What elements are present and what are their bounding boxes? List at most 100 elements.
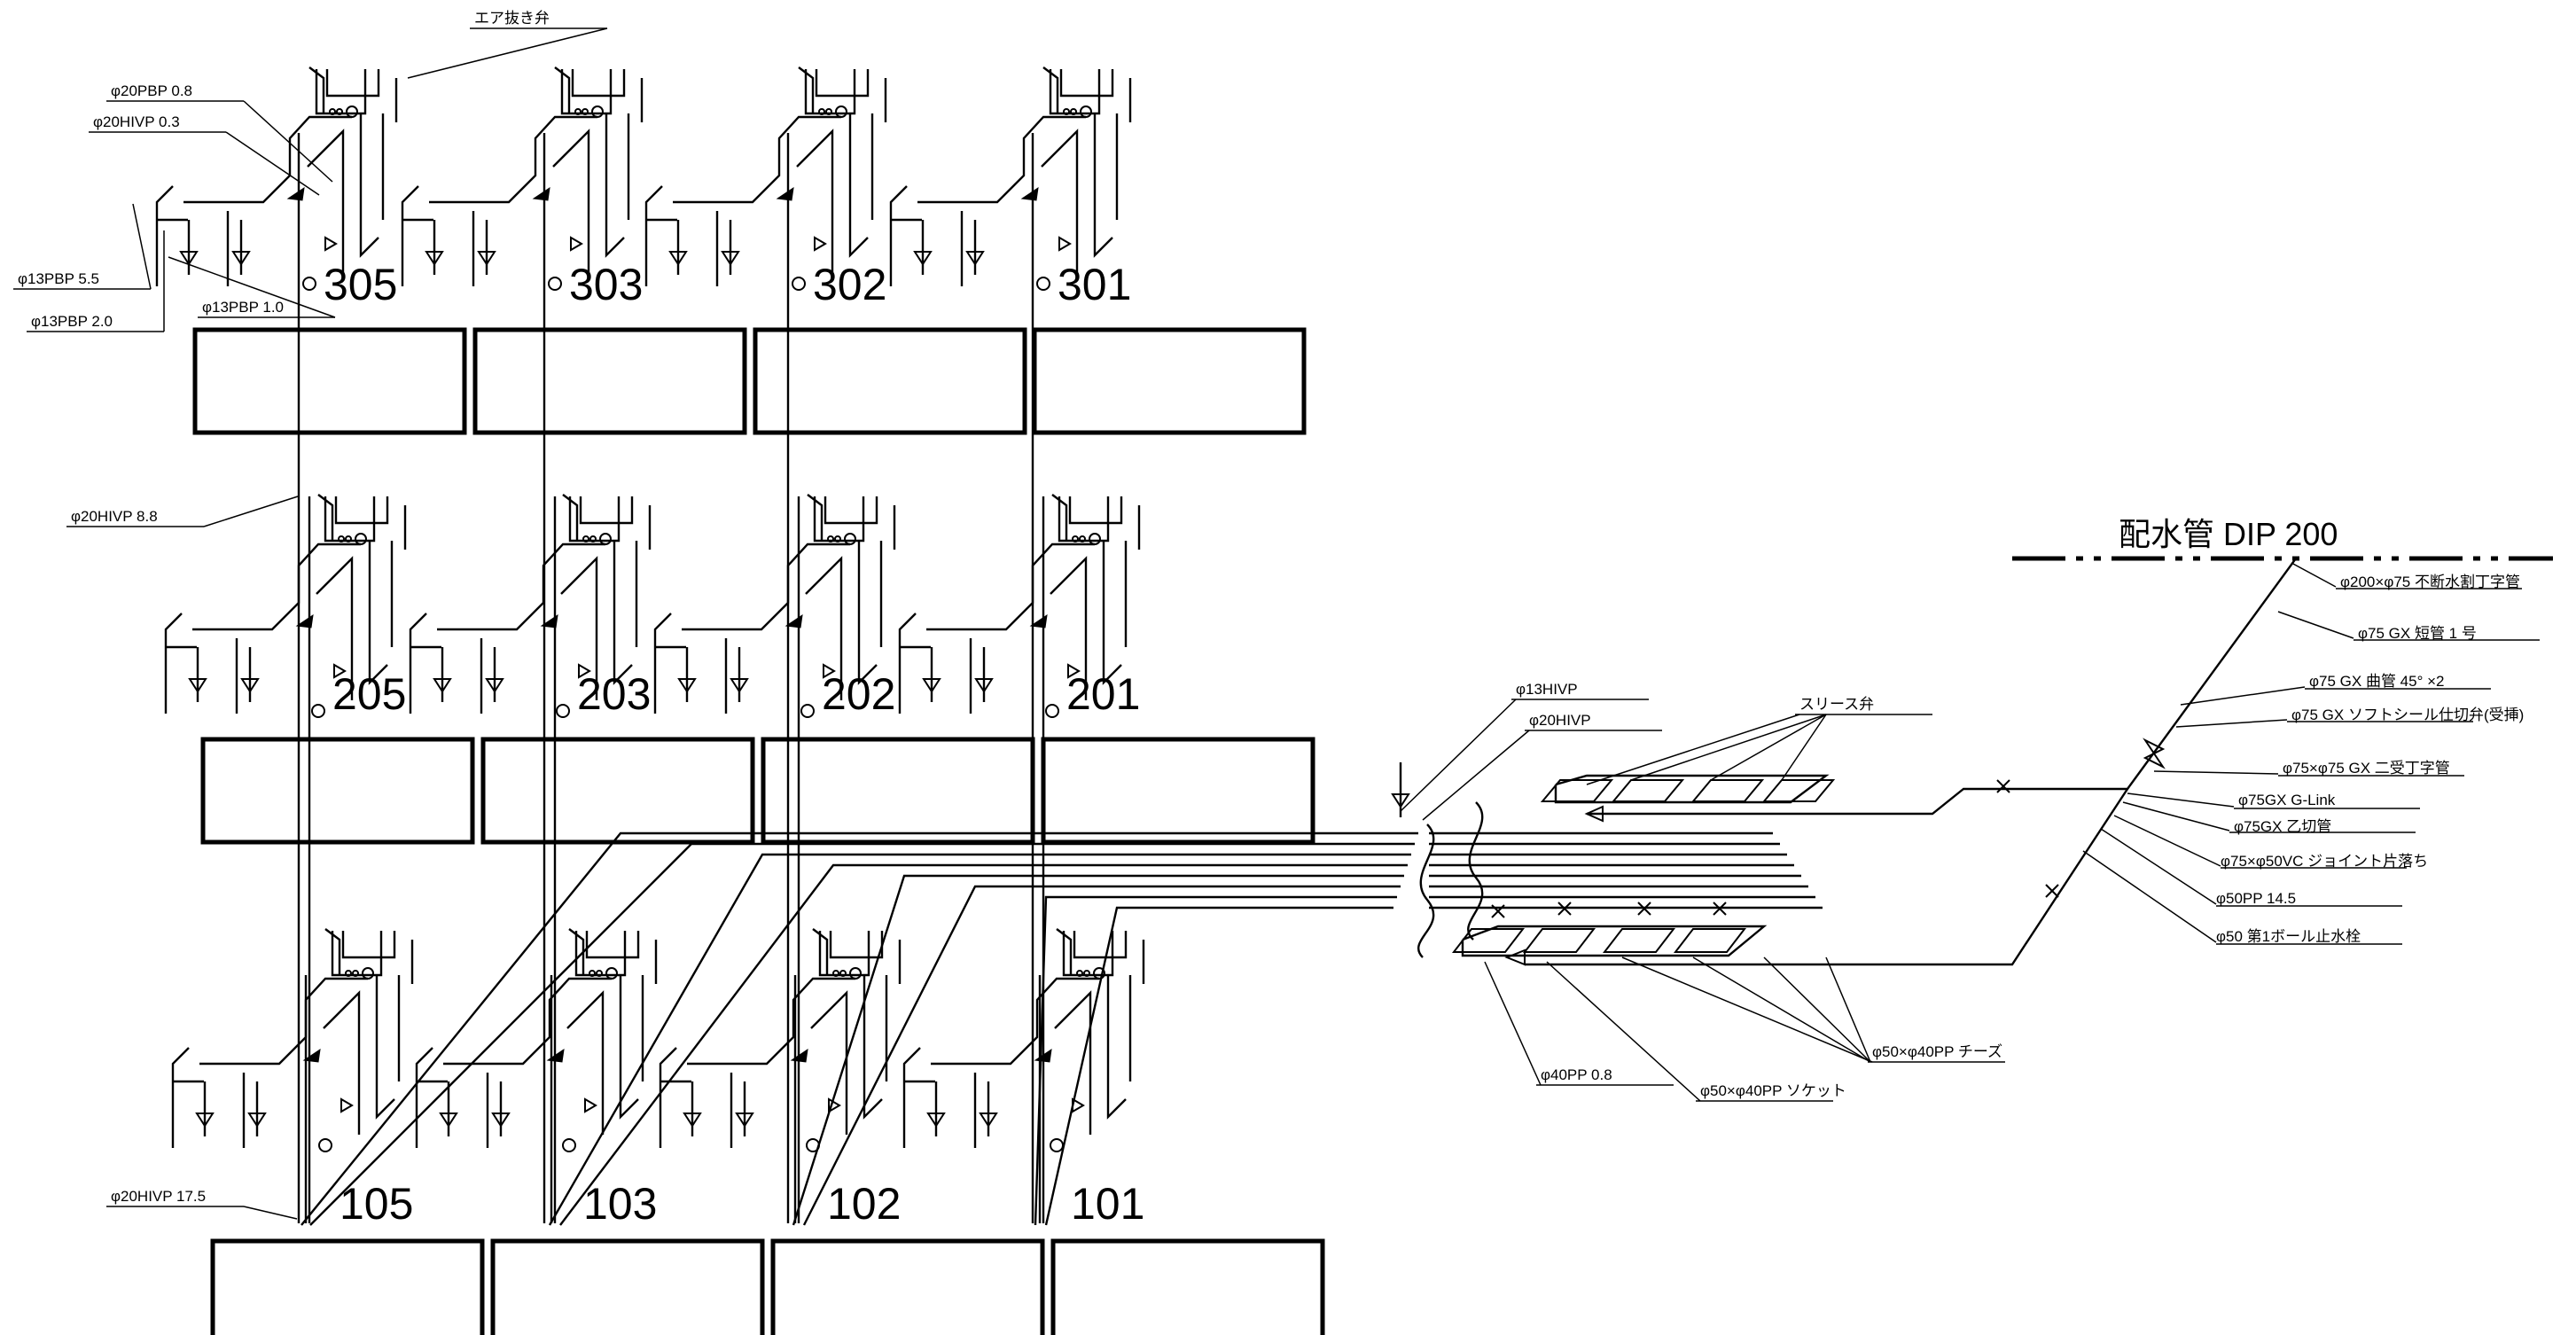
flow-arrow (286, 186, 305, 201)
check-valve-symbol (823, 663, 836, 679)
branch-right (1054, 990, 1092, 1135)
branch-right (368, 541, 388, 685)
cheese-box (1451, 928, 1526, 953)
leader-line (132, 203, 152, 290)
gauge-symbol (605, 967, 618, 980)
gauge-symbol (1089, 533, 1101, 545)
gauge-symbol (346, 105, 358, 118)
leader-line (1692, 956, 1871, 1063)
faucet-symbol (231, 251, 251, 266)
leader-line (1781, 714, 1827, 781)
air-valve-pipe (562, 494, 579, 541)
pipe-label: φ13PBP 2.0 (31, 313, 113, 330)
flow-arrow (776, 186, 794, 201)
pipe-label: φ20HIVP 8.8 (71, 508, 158, 525)
meter-frame (829, 931, 884, 959)
fitting-label: φ20HIVP (1529, 712, 1591, 729)
faucet-symbol (1391, 793, 1410, 808)
unit-number: 103 (583, 1179, 657, 1229)
pipe-lines (13, 27, 2553, 1335)
leader-line (2180, 686, 2306, 706)
faucet-symbol (425, 251, 444, 266)
check-valve-symbol (340, 1097, 354, 1113)
meter-frame (334, 496, 389, 525)
unit-number: 302 (813, 260, 886, 309)
check-valve-symbol (814, 236, 827, 252)
unit-box-105 (210, 1238, 485, 1335)
air-valve-pipe (807, 494, 824, 541)
meter-frame (571, 69, 626, 98)
leader-line (407, 27, 608, 79)
leader-line (1763, 956, 1871, 1063)
faucet-symbol (247, 1112, 267, 1128)
sleeve-valve-box (1690, 779, 1765, 802)
meter-circle (1036, 277, 1050, 291)
unit-box-203 (480, 737, 755, 845)
unit-number: 301 (1058, 260, 1131, 309)
branch-left (155, 185, 174, 286)
leader-line (1825, 956, 1871, 1063)
leader-line (1586, 714, 1800, 785)
meter-frame (815, 69, 870, 98)
unit-number: 303 (569, 260, 643, 309)
valve-symbol (1070, 108, 1077, 115)
faucet-symbol (195, 1112, 215, 1128)
fitting-label: φ40PP 0.8 (1541, 1066, 1612, 1083)
branch-upper (931, 977, 1099, 1066)
faucet-symbol (683, 1112, 702, 1128)
leader-line (2175, 719, 2288, 728)
branch-upper (437, 543, 605, 631)
meter-circle (1050, 1138, 1064, 1152)
branch-right (1106, 975, 1127, 1120)
meter-frame (341, 931, 396, 959)
branch-left (401, 185, 419, 286)
gate-valve-symbol (2143, 738, 2166, 769)
branch-right (1041, 129, 1079, 273)
leader-line (168, 256, 336, 318)
valve-symbol (1063, 108, 1070, 115)
faucet-symbol (721, 251, 740, 266)
fitting-label: φ75GX G-Link (2238, 792, 2336, 808)
meter-frame (1073, 931, 1128, 959)
faucet-symbol (240, 678, 260, 693)
unit-number: 203 (577, 669, 651, 719)
faucet-symbol (439, 1112, 458, 1128)
leader-line (2113, 815, 2221, 867)
check-valve-symbol (828, 1097, 841, 1113)
fitting-label: φ50PP 14.5 (2216, 890, 2296, 907)
sleeve-valve-box (1540, 779, 1614, 802)
faucet-symbol (188, 678, 207, 693)
gauge-symbol (1080, 105, 1092, 118)
unit-box-101 (1050, 1238, 1325, 1335)
meter-frame (824, 496, 878, 525)
fitting-label: φ75 GX 短管 1 号 (2358, 625, 2477, 642)
unit-box-301 (1032, 327, 1307, 435)
valve-symbol (329, 108, 336, 115)
leader-line (2277, 611, 2354, 639)
branch-right (566, 990, 605, 1135)
branch-left (409, 613, 427, 714)
valve-x-mark (1557, 902, 1572, 916)
leader-line (203, 496, 299, 527)
valve-x-mark (1713, 902, 1727, 916)
flow-arrow (1020, 186, 1039, 201)
branch-right (307, 129, 345, 273)
branch-upper (443, 977, 612, 1066)
faucet-symbol (491, 1112, 511, 1128)
check-valve-symbol (578, 663, 591, 679)
leader-line (2127, 792, 2235, 808)
branch-upper (199, 977, 368, 1066)
faucet-symbol (730, 678, 749, 693)
valve-symbol (1072, 535, 1079, 543)
valve-symbol (589, 970, 596, 977)
valve-x-mark (1637, 902, 1651, 916)
leader-line (2291, 562, 2337, 588)
unit-box-103 (490, 1238, 765, 1335)
unit-number: 102 (827, 1179, 901, 1229)
unit-number: 201 (1066, 669, 1140, 719)
branch-upper (183, 115, 352, 204)
faucet-symbol (922, 678, 941, 693)
unit-box-202 (761, 737, 1035, 845)
leader-line (2082, 850, 2217, 943)
gauge-symbol (849, 967, 862, 980)
